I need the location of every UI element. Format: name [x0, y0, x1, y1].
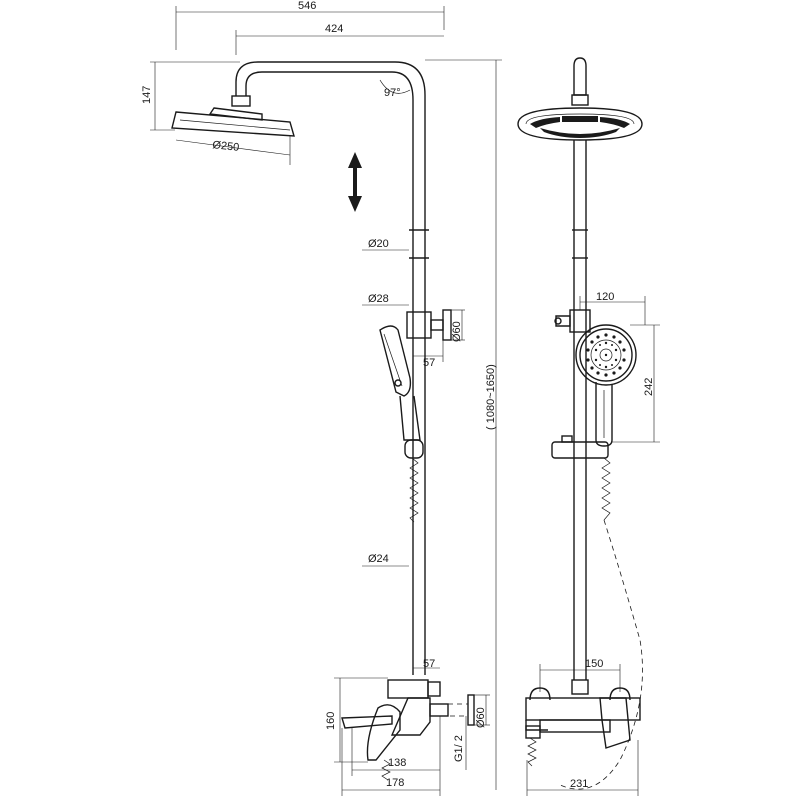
- handset-height-label: 242: [643, 378, 655, 396]
- inlet-centres-label: 150: [585, 658, 603, 670]
- mixer-height-label: 160: [325, 712, 337, 730]
- escutcheon-diameter-label: Ø60: [475, 707, 487, 728]
- front-view: 120 242: [517, 57, 660, 796]
- height-range-label: ( 1080~1650): [485, 364, 497, 430]
- arm-reach-label: 424: [325, 23, 343, 35]
- head-diameter-label: Ø250: [212, 139, 240, 154]
- holder-offset-label: 57: [423, 357, 435, 369]
- thread-label: G1/ 2: [453, 735, 465, 762]
- rail-middle-diameter-label: Ø28: [368, 293, 389, 305]
- mixer-front: [525, 679, 641, 749]
- mixer-offset-label: 57: [423, 658, 435, 670]
- rain-shower-head: [517, 107, 643, 141]
- spout-reach-inner-label: 138: [388, 757, 406, 769]
- overall-width-label: 546: [298, 0, 316, 12]
- side-view: 546 424 147 97° Ø250 Ø20: [141, 0, 502, 796]
- height-adjust-arrow-icon: [348, 152, 362, 212]
- spout-reach-outer-label: 178: [386, 777, 404, 789]
- handset-width-label: 120: [596, 291, 614, 303]
- hand-shower-front: [575, 324, 637, 447]
- head-angle-label: 97°: [384, 87, 401, 99]
- holder-diameter-label: Ø60: [451, 321, 463, 342]
- mixer-width-label: 231: [570, 778, 588, 790]
- rail-upper-diameter-label: Ø20: [368, 238, 389, 250]
- rail-lower-diameter-label: Ø24: [368, 553, 389, 565]
- head-height-label: 147: [141, 86, 153, 104]
